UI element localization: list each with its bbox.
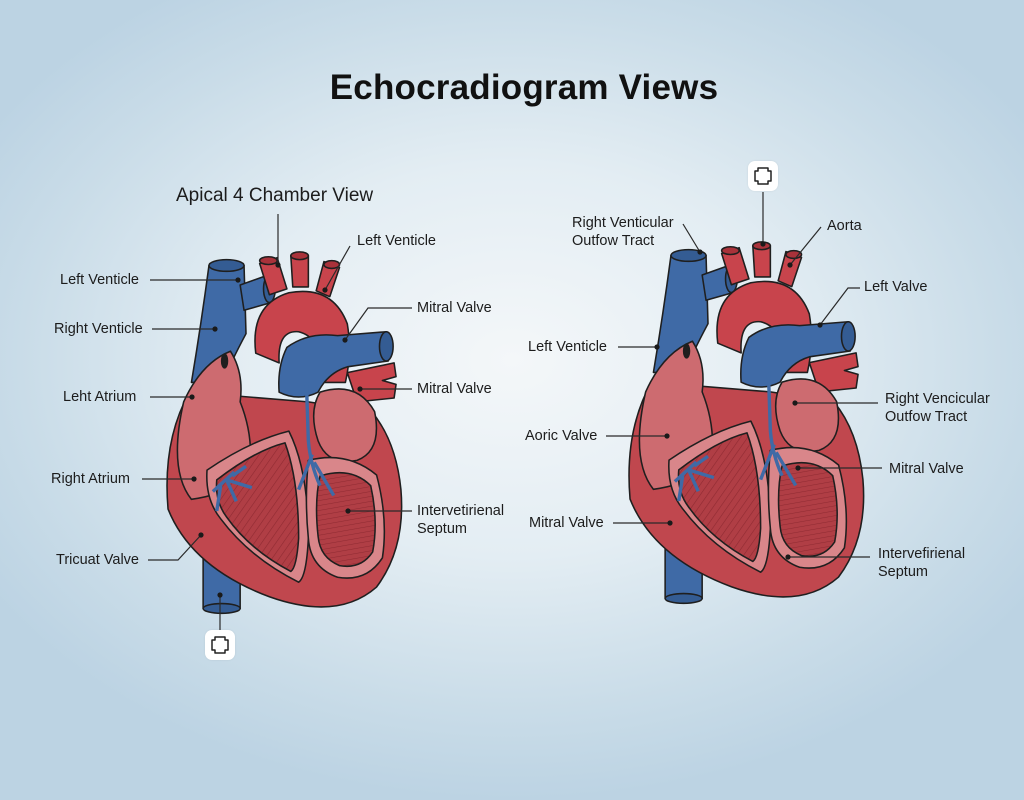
label-mitral-valve-upper: Mitral Valve [417, 300, 492, 316]
label-septum-line2: Septum [417, 521, 467, 537]
label-aorta: Aorta [827, 218, 862, 234]
page-title: Echocradiogram Views [329, 68, 719, 107]
probe-marker-icon [748, 161, 778, 191]
label-rvot2-line1: Right Vencicular [885, 391, 990, 407]
label-mitral-valve-right: Mitral Valve [889, 461, 964, 477]
outflow-view-heart-illustration [627, 240, 866, 606]
label-left-valve: Left Valve [864, 279, 928, 295]
label-septum-right-line1: Intervefirienal [878, 546, 966, 562]
label-septum-right-line2: Septum [878, 564, 928, 580]
label-rvot-right: Right Vencicular Outfow Tract [885, 390, 990, 426]
label-left-ventricle: Left Venticle [60, 272, 139, 288]
label-rvot2-line2: Outfow Tract [885, 409, 968, 425]
label-right-ventricle: Right Venticle [54, 321, 143, 337]
label-rvot-top: Right Venticular Outfow Tract [572, 214, 674, 250]
label-mitral-valve-left: Mitral Valve [529, 515, 604, 531]
label-septum-line1: Intervetirienal [417, 503, 505, 519]
label-interventricular-septum-right: Intervefirienal Septum [878, 545, 965, 581]
label-tricuspid-valve: Tricuat Valve [56, 552, 139, 568]
label-left-ventricle-right-view: Left Venticle [528, 339, 607, 355]
label-aortic-valve: Aoric Valve [525, 428, 598, 444]
label-mitral-valve-lower: Mitral Valve [417, 381, 492, 397]
label-interventricular-septum: Intervetirienal Septum [417, 502, 504, 538]
probe-marker-icon [205, 630, 235, 660]
label-left-atrium: Leht Atrium [63, 389, 137, 405]
apical-view-title: Apical 4 Chamber View [176, 185, 374, 206]
label-rvot-line1: Right Venticular [572, 215, 674, 231]
apical-4-chamber-heart-illustration [165, 250, 404, 616]
label-left-ventricle-top: Left Venticle [357, 233, 436, 249]
label-rvot-line2: Outfow Tract [572, 233, 655, 249]
label-right-atrium: Right Atrium [51, 471, 130, 487]
